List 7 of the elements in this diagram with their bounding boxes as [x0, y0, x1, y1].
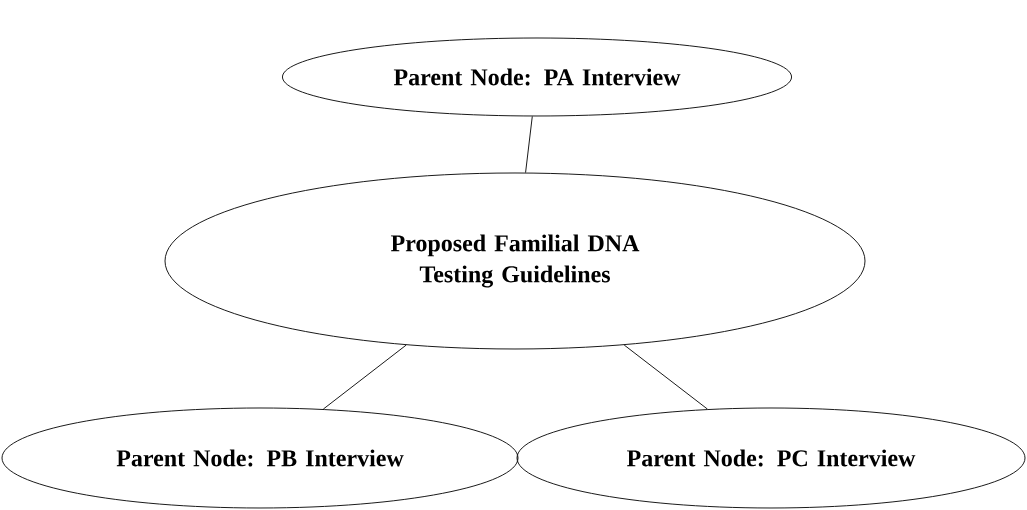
connector-line — [322, 344, 407, 410]
ellipse-node: Parent Node: PB Interview — [1, 407, 519, 509]
ellipse-node: Parent Node: PA Interview — [282, 37, 793, 117]
ellipse-node: Parent Node: PC Interview — [516, 407, 1026, 509]
connector-line — [525, 116, 533, 174]
ellipse-node: Proposed Familial DNA Testing Guidelines — [164, 172, 866, 350]
connector-line — [623, 344, 708, 410]
